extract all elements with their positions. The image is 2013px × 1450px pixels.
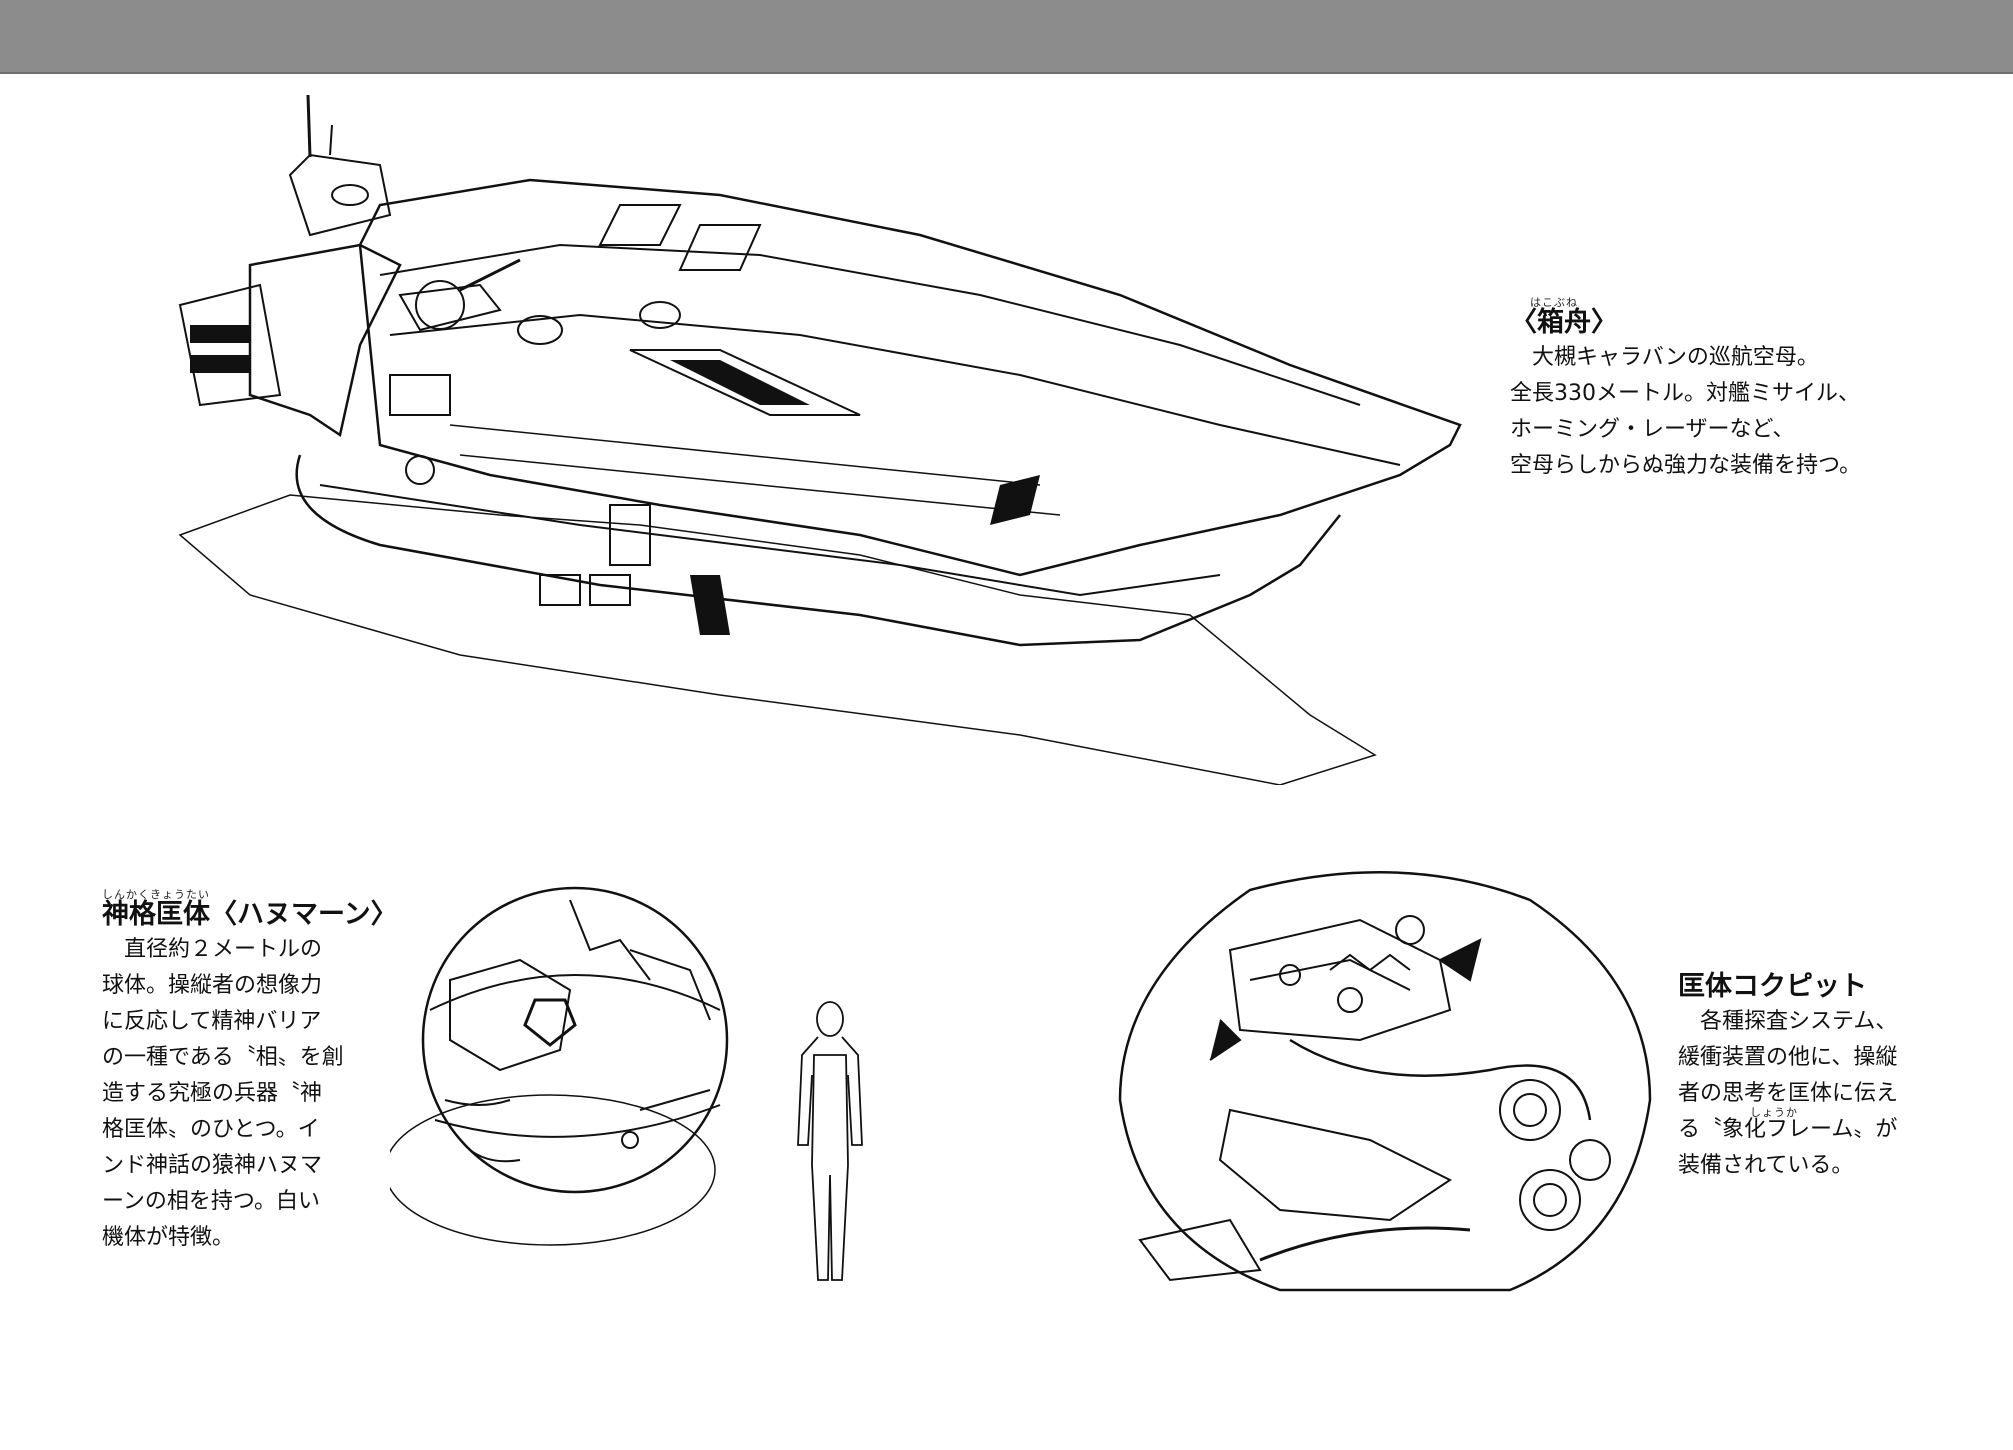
ark-title-ruby: はこぶね	[1530, 296, 1578, 309]
hanuman-line: に反応して精神バリア	[102, 1009, 322, 1034]
hanuman-line: 格匡体〟のひとつ。イ	[102, 1117, 320, 1142]
cockpit-sphere-illustration	[1110, 860, 1670, 1300]
cockpit-line: 者の思考を匡体に伝え	[1678, 1081, 1899, 1106]
hanuman-title: 神格匡体〈ハヌマーン〉	[102, 899, 398, 930]
ark-line: 大槻キャラバンの巡航空母。	[1532, 345, 1819, 370]
hanuman-line: ーンの相を持つ。白い	[102, 1189, 321, 1214]
page-header-bar	[0, 0, 2013, 72]
hanuman-line: 造する究極の兵器〝神	[102, 1081, 323, 1106]
carrier-ship-illustration	[160, 95, 1480, 785]
cockpit-line: る〝象化フレーム〟が	[1678, 1117, 1898, 1142]
hanuman-line: の一種である〝相〟を創	[102, 1045, 344, 1070]
hanuman-line: 機体が特徴。	[102, 1225, 235, 1250]
cockpit-caption: 匡体コクピット 各種探査システム、 緩衝装置の他に、操縦 者の思考を匡体に伝え …	[1678, 970, 1898, 1184]
human-scale-figure	[790, 995, 870, 1285]
ark-caption: はこぶね 〈箱舟〉 大槻キャラバンの巡航空母。 全長330メートル。対艦ミサイル…	[1510, 296, 1862, 484]
hanuman-line: ンド神話の猿神ハヌマ	[102, 1153, 323, 1178]
cockpit-line: 緩衝装置の他に、操縦	[1678, 1045, 1898, 1070]
hanuman-line: 球体。操縦者の想像力	[102, 973, 323, 998]
hanuman-sphere-illustration	[390, 860, 810, 1290]
hanuman-caption: しんかくきょうたい 神格匡体〈ハヌマーン〉 直径約２メートルの 球体。操縦者の想…	[102, 888, 398, 1256]
ark-title: 〈箱舟〉	[1510, 307, 1618, 338]
cockpit-line: 各種探査システム、	[1700, 1009, 1898, 1034]
cockpit-title: 匡体コクピット	[1678, 971, 1867, 1002]
cockpit-ruby: しょうか	[1750, 1106, 1798, 1119]
cockpit-line: 装備されている。	[1678, 1153, 1854, 1178]
ark-line: 空母らしからぬ強力な装備を持つ。	[1510, 453, 1862, 478]
hanuman-title-ruby: しんかくきょうたい	[102, 888, 210, 901]
page-header-edge	[0, 72, 2013, 74]
ark-line: 全長330メートル。対艦ミサイル、	[1510, 381, 1860, 406]
hanuman-line: 直径約２メートルの	[124, 937, 323, 962]
ark-line: ホーミング・レーザーなど、	[1510, 417, 1795, 442]
